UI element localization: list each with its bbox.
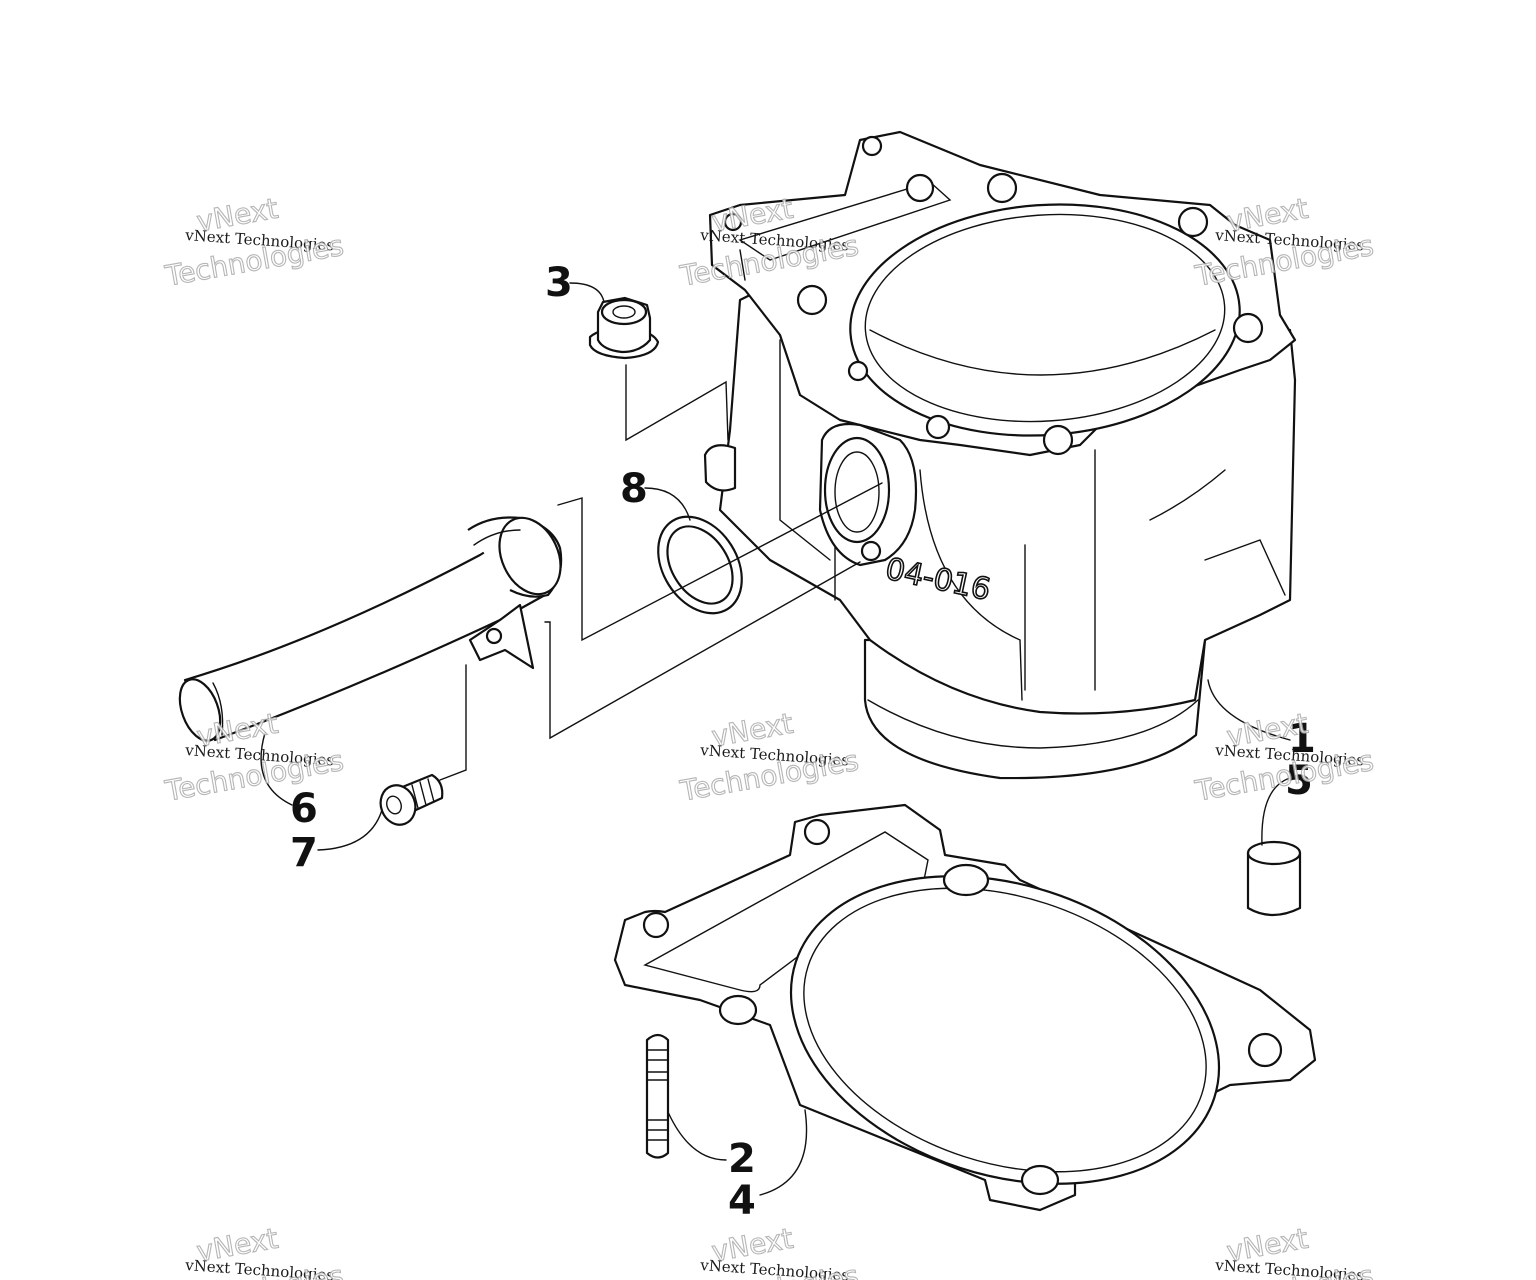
stud-part: [645, 1033, 670, 1159]
watermark: vNext vNext Technologies Technologies: [677, 1221, 862, 1280]
callout-4: 4: [728, 1178, 756, 1224]
callout-6: 6: [290, 786, 318, 832]
callout-1: 1: [1288, 716, 1316, 762]
callout-8: 8: [620, 466, 648, 512]
watermark: vNext vNext Technologies Technologies: [162, 1221, 347, 1280]
water-inlet-pipe-part: [178, 516, 563, 742]
callout-labels: 1 2 3 4 5 6 7 8: [290, 260, 1316, 1224]
watermark: vNext vNext Technologies Technologies: [162, 191, 347, 293]
watermark: vNext vNext Technologies Technologies: [1192, 191, 1377, 293]
callout-5: 5: [1285, 758, 1313, 804]
callout-7: 7: [290, 830, 318, 876]
callout-2: 2: [728, 1136, 756, 1182]
cylinder-part: 04-016: [703, 130, 1297, 780]
base-gasket-part: [613, 803, 1317, 1212]
watermark: vNext vNext Technologies Technologies: [677, 706, 862, 808]
leader-lines: [260, 282, 1291, 1196]
dowel-pin-part: [1246, 840, 1302, 917]
flange-nut-part: [588, 296, 660, 360]
bolt-part: [379, 773, 444, 826]
callout-3: 3: [545, 260, 573, 306]
watermark: vNext vNext Technologies Technologies: [1192, 1221, 1377, 1280]
